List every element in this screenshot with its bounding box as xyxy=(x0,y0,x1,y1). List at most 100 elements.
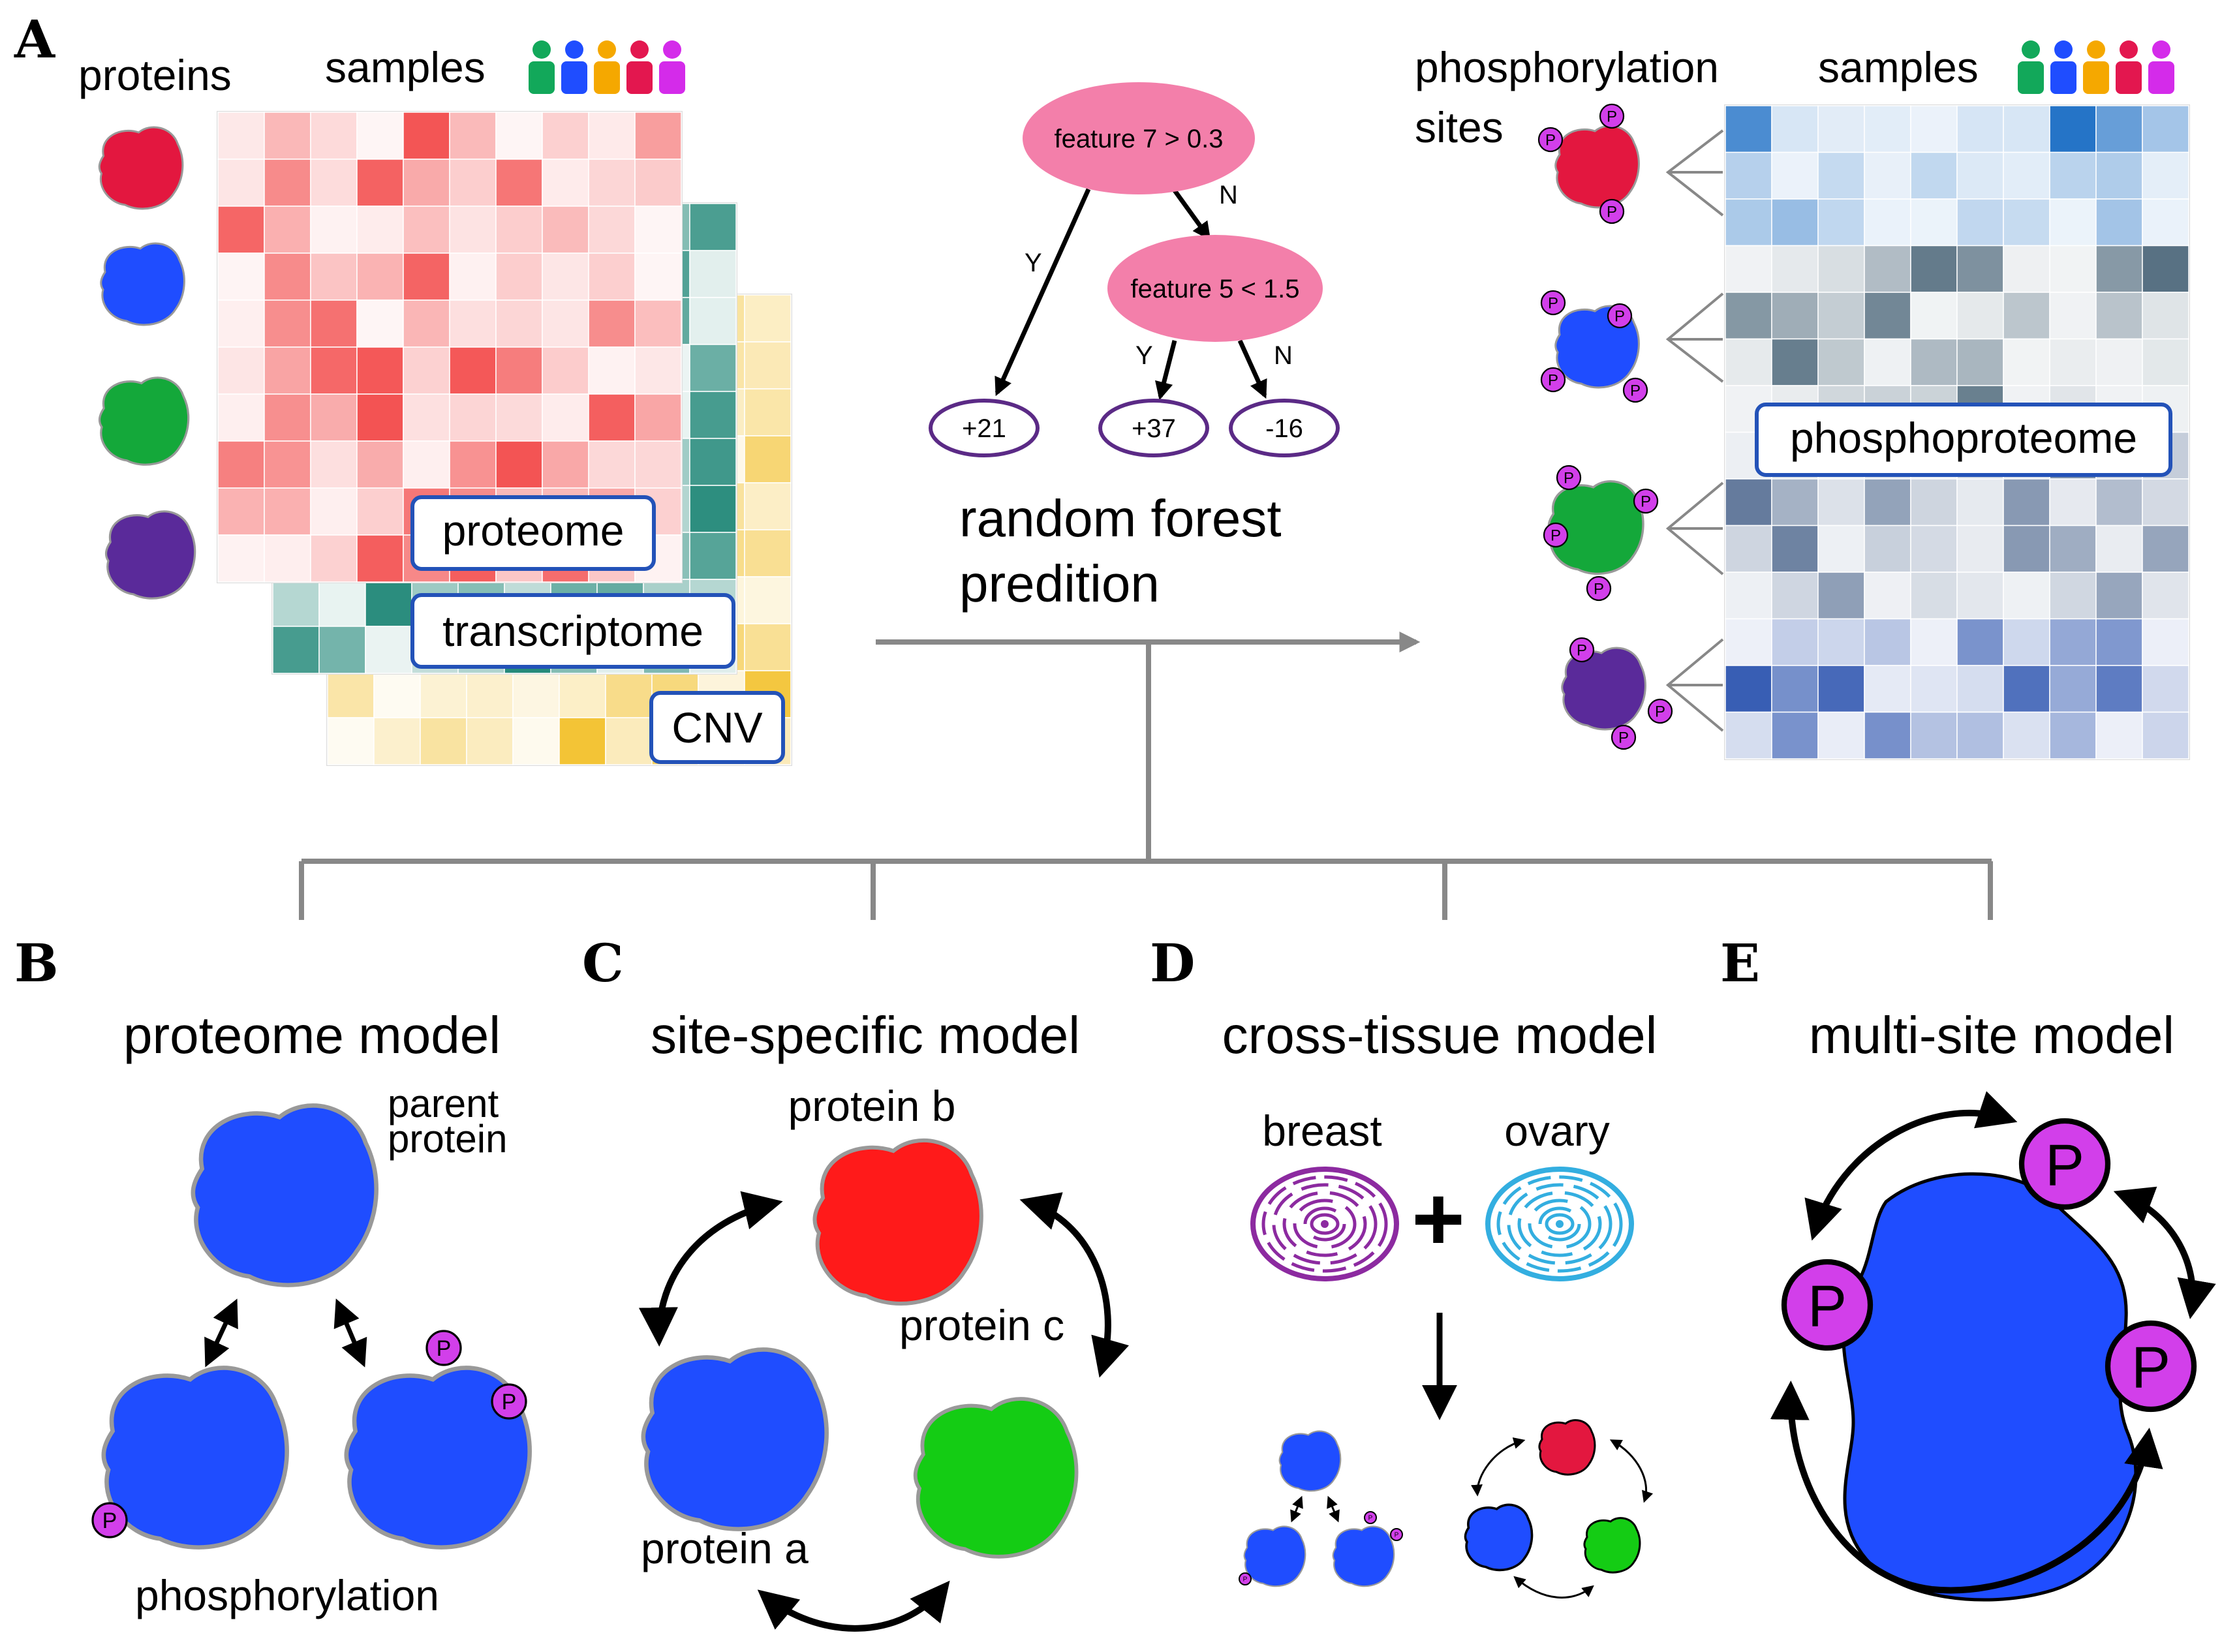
heatmap-cell xyxy=(1771,572,1819,620)
tissue-ring xyxy=(1303,1206,1346,1242)
tree-inner-node xyxy=(1107,235,1323,342)
heatmap-cell xyxy=(2003,618,2050,666)
heatmap-cell xyxy=(1864,618,1911,666)
heatmap-cell xyxy=(689,532,737,580)
heatmap-cell xyxy=(1817,198,1865,247)
person-head xyxy=(663,40,681,59)
phosphoproteome-label-box xyxy=(1755,403,2172,477)
heatmap-cell xyxy=(1771,711,1819,759)
heatmap-cell xyxy=(1910,292,1958,340)
phospho-site-marker xyxy=(1781,1259,1874,1351)
heatmap-cell xyxy=(744,623,792,671)
phospho-sites-line2: sites xyxy=(1415,103,1504,151)
breast-tissue-icon xyxy=(1250,1167,1399,1281)
heatmap-cell xyxy=(1910,105,1958,153)
phospho-site-marker xyxy=(491,1383,527,1420)
heatmap-cell xyxy=(1771,338,1819,386)
heatmap-cell xyxy=(542,346,589,395)
mini-protein-c xyxy=(1584,1518,1640,1572)
heatmap-cell xyxy=(403,440,450,489)
person-head xyxy=(532,40,551,59)
heatmap-cell xyxy=(2142,665,2189,713)
panel-c-arrows xyxy=(638,1191,1130,1632)
heatmap-cell xyxy=(1725,338,1772,386)
heatmap-cell xyxy=(2003,151,2050,200)
heatmap-cell xyxy=(2095,618,2143,666)
heatmap-cell xyxy=(634,440,682,489)
heatmap-cell xyxy=(1817,245,1865,293)
heatmap-cell xyxy=(2003,665,2050,713)
phospho-p-label: P xyxy=(502,1390,517,1415)
heatmap-cell xyxy=(420,717,467,765)
phospho-site-marker xyxy=(1633,488,1659,514)
heatmap-cell xyxy=(588,159,636,207)
panel-e-arrows xyxy=(1770,1091,2216,1594)
random-forest-line2: predition xyxy=(959,555,1160,613)
mini-arrow-1 xyxy=(1290,1495,1303,1523)
phospho-site-marker xyxy=(1390,1528,1403,1541)
phospho-p-label: P xyxy=(1395,1532,1399,1539)
person-head xyxy=(2022,40,2040,59)
heatmap-cell xyxy=(1864,525,1911,573)
protein-c-label: protein c xyxy=(899,1301,1064,1349)
phospho-site-marker xyxy=(1569,637,1595,663)
transcriptome-label: transcriptome xyxy=(442,607,703,655)
random-forest-line1: random forest xyxy=(959,489,1282,547)
panel-b-letter: B xyxy=(14,932,59,994)
heatmap-cell xyxy=(495,252,543,301)
phospho-p-label: P xyxy=(1641,493,1651,511)
heatmap-cell xyxy=(264,346,311,395)
heatmap-cell xyxy=(217,112,265,160)
heatmap-cell xyxy=(2095,338,2143,386)
heatmap-cell xyxy=(744,388,792,436)
heatmap-cell xyxy=(1956,572,2004,620)
phospho-site-marker xyxy=(1543,522,1569,548)
panel-d-title: cross-tissue model xyxy=(1222,1006,1658,1064)
heatmap-cell xyxy=(605,717,653,765)
heatmap-cell xyxy=(310,299,358,348)
transcriptome-label-box xyxy=(410,593,735,669)
heatmap-cell xyxy=(495,299,543,348)
heatmap-cell xyxy=(373,717,421,765)
heatmap-cell xyxy=(634,159,682,207)
heatmap-cell xyxy=(1771,151,1819,200)
heatmap-cell xyxy=(1771,618,1819,666)
heatmap-cell xyxy=(1956,338,2004,386)
heatmap-cell xyxy=(449,112,497,160)
heatmap-cell xyxy=(588,112,636,160)
heatmap-cell xyxy=(2049,665,2097,713)
tree-leaf-1-label: +21 xyxy=(962,414,1006,443)
heatmap-cell xyxy=(403,252,450,301)
decision-tree: feature 7 > 0.3 feature 5 < 1.5 Y N Y N … xyxy=(929,82,1340,457)
heatmap-cell xyxy=(495,206,543,254)
phospho-site-marker xyxy=(1622,377,1648,403)
protein-blob-red xyxy=(98,126,184,210)
heatmap-cell xyxy=(744,294,792,343)
heatmap-cell xyxy=(2142,338,2189,386)
heatmap-cell xyxy=(449,252,497,301)
heatmap-cell xyxy=(1864,245,1911,293)
person-head xyxy=(598,40,616,59)
heatmap-cell xyxy=(1817,338,1865,386)
heatmap-cell xyxy=(264,534,311,583)
proteome-label: proteome xyxy=(442,506,625,555)
heatmap-cell xyxy=(495,393,543,442)
heatmap-cell xyxy=(1956,105,2004,153)
phospho-protein-red xyxy=(1554,125,1641,209)
heatmap-cell xyxy=(588,393,636,442)
tissue-ring xyxy=(1528,1199,1592,1249)
heatmap-cell xyxy=(264,112,311,160)
heatmap-cell xyxy=(449,206,497,254)
panel-d-letter: D xyxy=(1150,932,1195,994)
phospho-site-marker xyxy=(1540,367,1566,393)
heatmap-cell xyxy=(1956,711,2004,759)
heatmap-cell xyxy=(365,579,412,627)
phospho-p-label: P xyxy=(1551,527,1561,545)
heatmap-cell xyxy=(1956,478,2004,527)
heatmap-cell xyxy=(2049,292,2097,340)
heatmap-cell xyxy=(356,534,404,583)
heatmap-cell xyxy=(217,534,265,583)
person-body xyxy=(2050,61,2076,94)
heatmap-cell xyxy=(1725,525,1772,573)
phospho-site-marker xyxy=(1599,198,1625,224)
